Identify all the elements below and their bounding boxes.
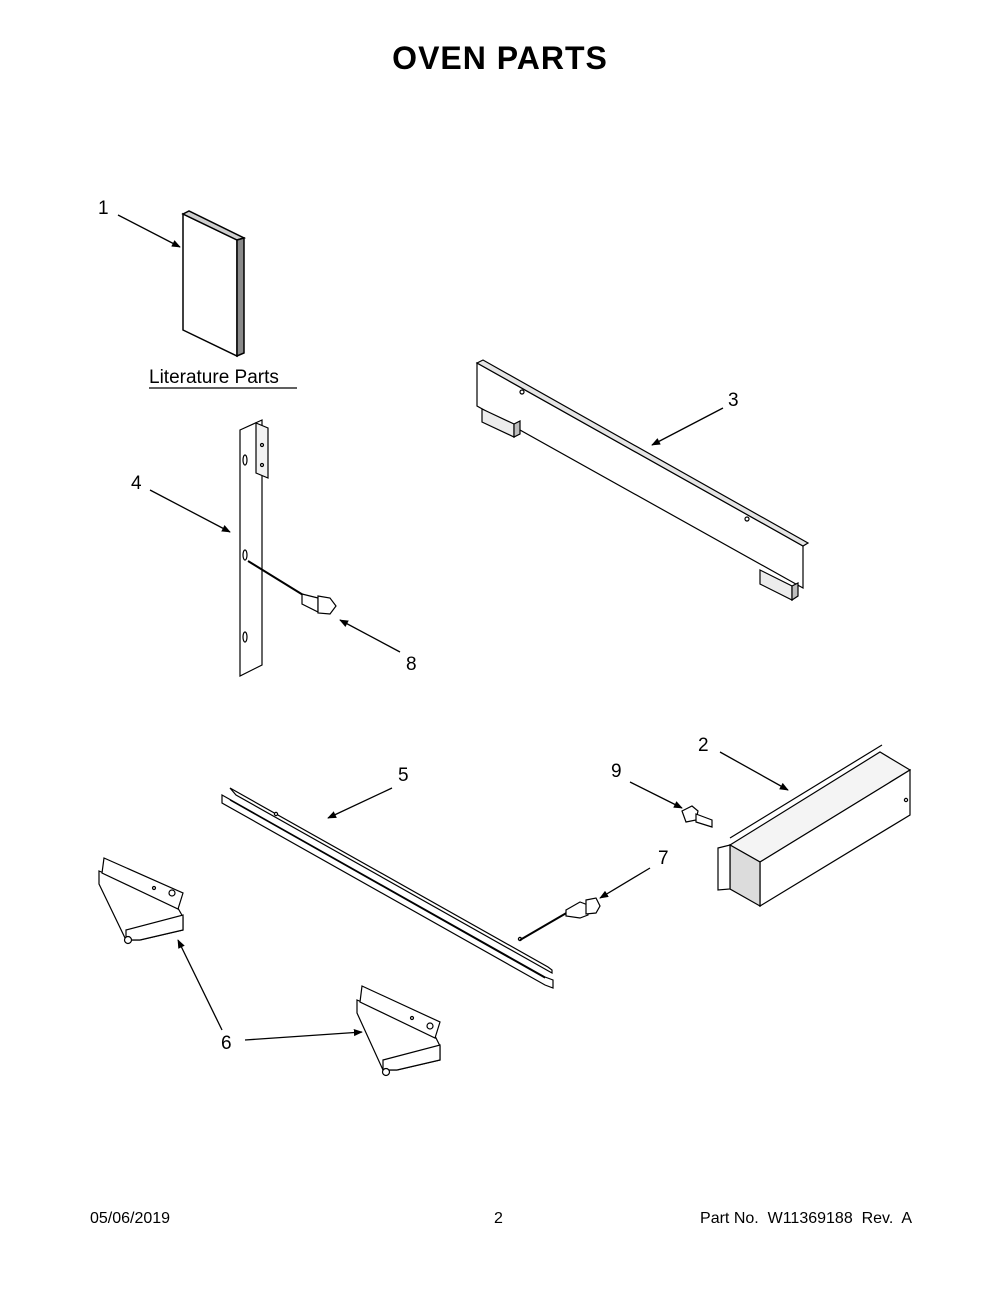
callout-6: 6 <box>221 1033 232 1054</box>
callout-1: 1 <box>98 198 109 219</box>
footer-part-number: Part No. W11369188 Rev. A <box>700 1210 912 1227</box>
callout-3: 3 <box>728 390 739 411</box>
part-8-leader <box>247 560 309 599</box>
callout-4: 4 <box>131 473 142 494</box>
part-7-screw <box>565 897 601 919</box>
leader-3 <box>651 407 724 446</box>
literature-parts-label: Literature Parts <box>149 367 279 388</box>
part-4-vertical-bracket <box>239 419 269 677</box>
leader-4 <box>149 489 231 533</box>
part-3-long-bracket <box>475 359 810 602</box>
part-5-long-rail <box>221 787 554 989</box>
leader-2 <box>719 751 789 791</box>
footer-date: 05/06/2019 <box>90 1210 171 1227</box>
leader-1 <box>117 214 181 248</box>
callout-2: 2 <box>698 735 709 756</box>
page-title: OVEN PARTS <box>392 40 608 76</box>
part-9-screw <box>681 805 713 828</box>
callout-9: 9 <box>611 761 622 782</box>
leader-7 <box>599 867 651 899</box>
part-1-literature-booklet <box>181 210 247 358</box>
part-6-corner-bracket-lower <box>356 985 441 1077</box>
leader-9 <box>629 781 683 809</box>
leader-8 <box>339 619 401 653</box>
leader-6-lower <box>244 1028 363 1041</box>
part-6-corner-bracket-upper <box>98 857 184 945</box>
part-8-screw <box>301 593 337 615</box>
callout-7: 7 <box>658 848 669 869</box>
footer-page-number: 2 <box>494 1210 503 1227</box>
callout-8: 8 <box>406 654 417 675</box>
callout-5: 5 <box>398 765 409 786</box>
leader-6-upper <box>177 939 223 1031</box>
leader-5 <box>327 787 393 819</box>
part-2-channel <box>717 744 912 908</box>
